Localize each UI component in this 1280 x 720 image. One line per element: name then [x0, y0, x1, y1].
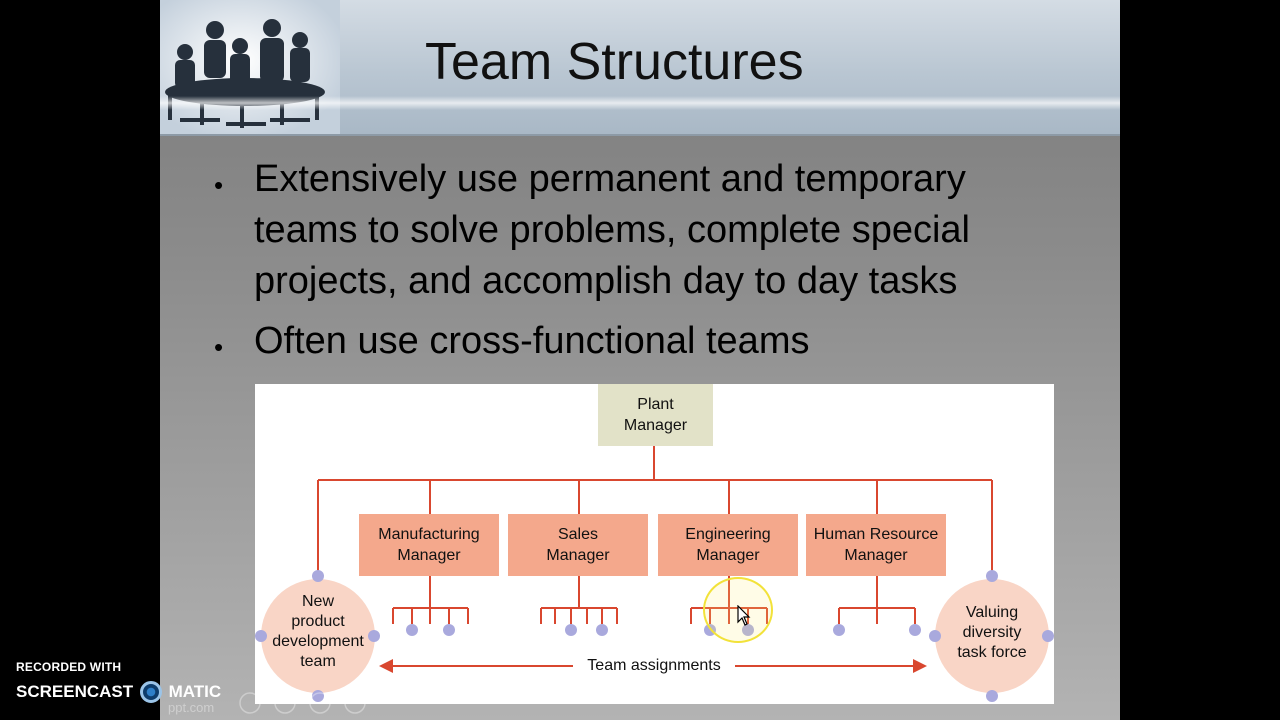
banner-stripe: [160, 96, 1120, 110]
meeting-people-image: [160, 0, 340, 134]
arrow-left-head: [379, 659, 393, 673]
screencast-logo-icon: [140, 681, 162, 703]
brand-left: SCREENCAST: [16, 682, 133, 701]
new-product-development-team-label: New product development team: [268, 592, 368, 672]
manager-line-1: Manufacturing: [378, 524, 479, 545]
bullet-dot: •: [214, 160, 223, 211]
title-banner: Team Structures: [160, 0, 1120, 136]
zoom-icon: [310, 693, 330, 713]
plant-manager-line-1: Plant: [637, 394, 673, 415]
manager-line-2: Manager: [546, 545, 609, 566]
bullet-1-line-2: teams to solve problems, complete specia…: [254, 205, 970, 256]
player-controls[interactable]: [238, 690, 378, 716]
bullet-dot: •: [214, 322, 223, 373]
plant-manager-box: Plant Manager: [598, 384, 713, 446]
manager-line-1: Engineering: [685, 524, 770, 545]
manager-line-1: Human Resource: [814, 524, 939, 545]
sales-manager-box: Sales Manager: [508, 514, 648, 576]
more-icon: [345, 693, 365, 713]
valuing-diversity-task-force-label: Valuing diversity task force: [942, 603, 1042, 663]
org-chart-diagram: Plant Manager Manufacturing Manager Sale…: [255, 384, 1054, 704]
pencil-icon: [240, 693, 260, 713]
manager-line-2: Manager: [397, 545, 460, 566]
bullet-2-line-1: Often use cross-functional teams: [254, 316, 809, 367]
slide-title: Team Structures: [425, 32, 804, 92]
bullet-1-line-1: Extensively use permanent and temporary: [254, 154, 966, 205]
manager-line-2: Manager: [844, 545, 907, 566]
recorded-with-label: RECORDED WITH: [16, 660, 121, 674]
human-resource-manager-box: Human Resource Manager: [806, 514, 946, 576]
arrow-right-head: [913, 659, 927, 673]
manager-line-2: Manager: [696, 545, 759, 566]
manager-line-1: Sales: [558, 524, 598, 545]
bullet-1-line-3: projects, and accomplish day to day task…: [254, 256, 957, 307]
sub-team-manufacturing: [393, 576, 468, 624]
manufacturing-manager-box: Manufacturing Manager: [359, 514, 499, 576]
plant-manager-line-2: Manager: [624, 415, 687, 436]
mouse-pointer-icon: [737, 605, 751, 627]
sub-team-hr: [839, 576, 915, 624]
slide: Team Structures • Extensively use perman…: [160, 0, 1120, 720]
team-assignments-label: Team assignments: [573, 656, 735, 676]
sub-team-sales: [541, 576, 617, 624]
brand-right: MATIC: [169, 682, 222, 701]
copy-icon: [275, 693, 295, 713]
engineering-manager-box: Engineering Manager: [658, 514, 798, 576]
url-fragment: ppt.com: [168, 700, 214, 715]
